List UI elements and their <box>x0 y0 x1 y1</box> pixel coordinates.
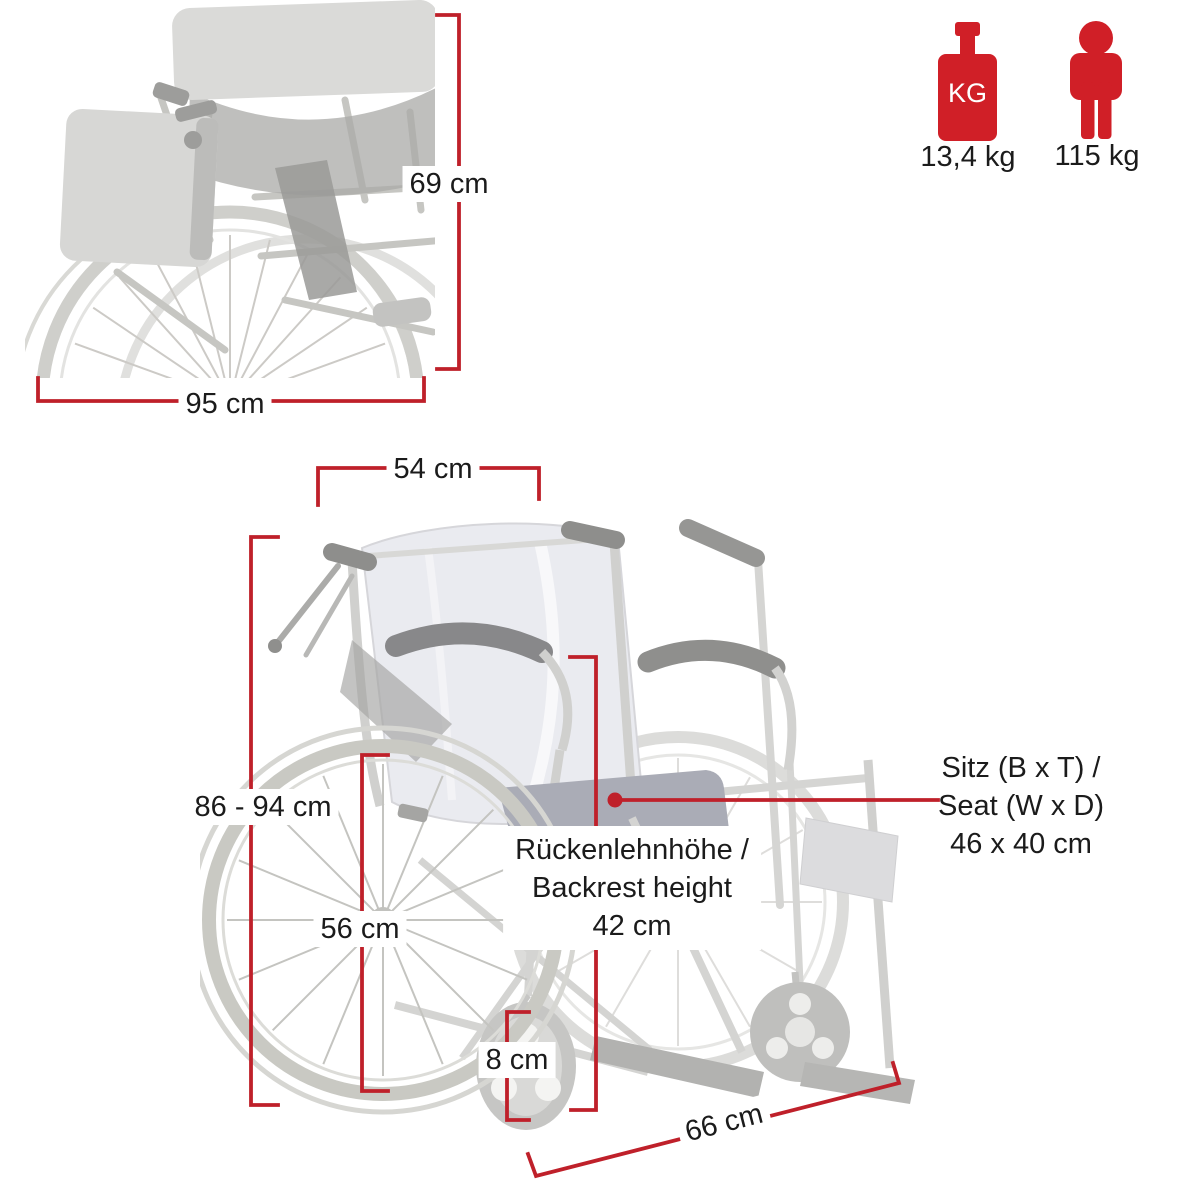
folded-seat-cushion <box>59 108 219 268</box>
far-armrest <box>637 639 797 771</box>
backrest-label-line1: Rückenlehnhöhe / <box>515 834 749 866</box>
label-backrest-height: Rückenlehnhöhe / Backrest height 42 cm <box>503 826 761 950</box>
folded-backrest-cushion <box>172 0 435 100</box>
label-folded-width: 95 cm <box>178 386 272 422</box>
label-seat-size: Sitz (B x T) / Seat (W x D) 46 x 40 cm <box>926 744 1116 868</box>
seat-label-line1: Sitz (B x T) / <box>941 752 1101 784</box>
person-icon <box>1070 21 1122 139</box>
backrest-label-line2: Backrest height <box>532 872 732 904</box>
weight-kg-icon: KG <box>938 22 997 141</box>
label-folded-height: 69 cm <box>402 166 496 202</box>
front-right-post <box>863 759 895 1069</box>
max-user-weight-icon <box>1070 21 1122 139</box>
label-backrest-width: 54 cm <box>386 451 480 487</box>
near-frame <box>268 521 637 808</box>
backrest-highlight-2 <box>424 547 456 801</box>
label-rear-wheel-height: 56 cm <box>313 911 407 947</box>
wheel-lock <box>397 803 429 823</box>
folded-brake-hardware <box>152 82 432 327</box>
backrest-label-line3: 42 cm <box>592 910 672 942</box>
folded-near-wheel <box>36 205 424 378</box>
seat-label-line2: Seat (W x D) <box>938 790 1104 822</box>
label-chair-weight: 13,4 kg <box>920 141 1016 173</box>
near-footplate <box>590 1036 764 1098</box>
folded-cushion-edge <box>189 117 219 261</box>
label-caster-size: 8 cm <box>478 1042 556 1078</box>
label-max-user-weight: 115 kg <box>1054 140 1140 172</box>
folded-near-rim <box>59 228 401 378</box>
seat-pointer-dot <box>607 792 623 808</box>
label-total-height: 86 - 94 cm <box>187 789 339 825</box>
calf-strap <box>799 817 899 903</box>
kg-badge-text: KG <box>948 78 987 108</box>
folded-strap <box>275 160 357 300</box>
backrest-highlight <box>526 540 560 802</box>
far-push-handle <box>679 519 765 567</box>
far-caster <box>750 971 850 1082</box>
folded-upholstery-edge <box>187 88 435 196</box>
seat-label-line3: 46 x 40 cm <box>950 828 1092 860</box>
right-footplate <box>800 1062 915 1104</box>
